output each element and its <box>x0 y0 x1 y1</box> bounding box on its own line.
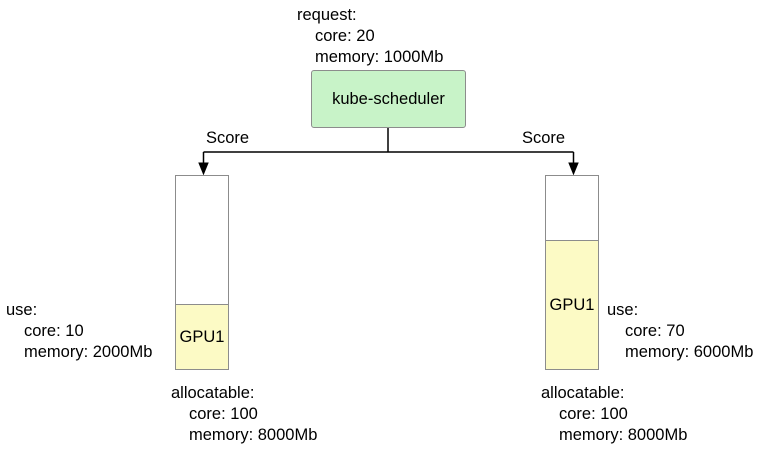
node-right-gpu-pod: GPU1 <box>546 240 598 369</box>
node-left-gpu-pod: GPU1 <box>176 304 228 369</box>
use-core: core: 10 <box>24 322 84 340</box>
kube-scheduler-label: kube-scheduler <box>332 89 445 108</box>
score-label-right: Score <box>522 129 566 147</box>
node-left-use-block: use: core: 10 memory: 2000Mb <box>6 300 152 363</box>
allocatable-memory: memory: 8000Mb <box>189 426 318 444</box>
kube-scheduler-box: kube-scheduler <box>311 70 466 128</box>
allocatable-core: core: 100 <box>189 405 258 423</box>
score-label-left: Score <box>206 129 250 147</box>
use-title: use: <box>607 301 639 319</box>
use-memory: memory: 2000Mb <box>24 343 153 361</box>
node-right-use-block: use: core: 70 memory: 6000Mb <box>607 300 753 363</box>
node-left-gpu-label: GPU1 <box>179 327 225 346</box>
node-right-box: GPU1 <box>545 175 599 370</box>
use-core: core: 70 <box>625 322 685 340</box>
left-arrowhead-icon <box>198 162 209 176</box>
allocatable-title: allocatable: <box>171 384 255 402</box>
allocatable-memory: memory: 8000Mb <box>559 426 688 444</box>
allocatable-core: core: 100 <box>559 405 628 423</box>
node-left-box: GPU1 <box>175 175 229 370</box>
use-title: use: <box>6 301 38 319</box>
node-left-allocatable-block: allocatable: core: 100 memory: 8000Mb <box>171 383 317 446</box>
right-arrowhead-icon <box>568 162 579 176</box>
request-memory: memory: 1000Mb <box>315 48 444 66</box>
node-right-gpu-label: GPU1 <box>549 295 595 314</box>
request-title: request: <box>297 6 357 24</box>
request-core: core: 20 <box>315 27 375 45</box>
use-memory: memory: 6000Mb <box>625 343 754 361</box>
node-right-allocatable-block: allocatable: core: 100 memory: 8000Mb <box>541 383 687 446</box>
request-block: request: core: 20 memory: 1000Mb <box>297 5 443 68</box>
allocatable-title: allocatable: <box>541 384 625 402</box>
